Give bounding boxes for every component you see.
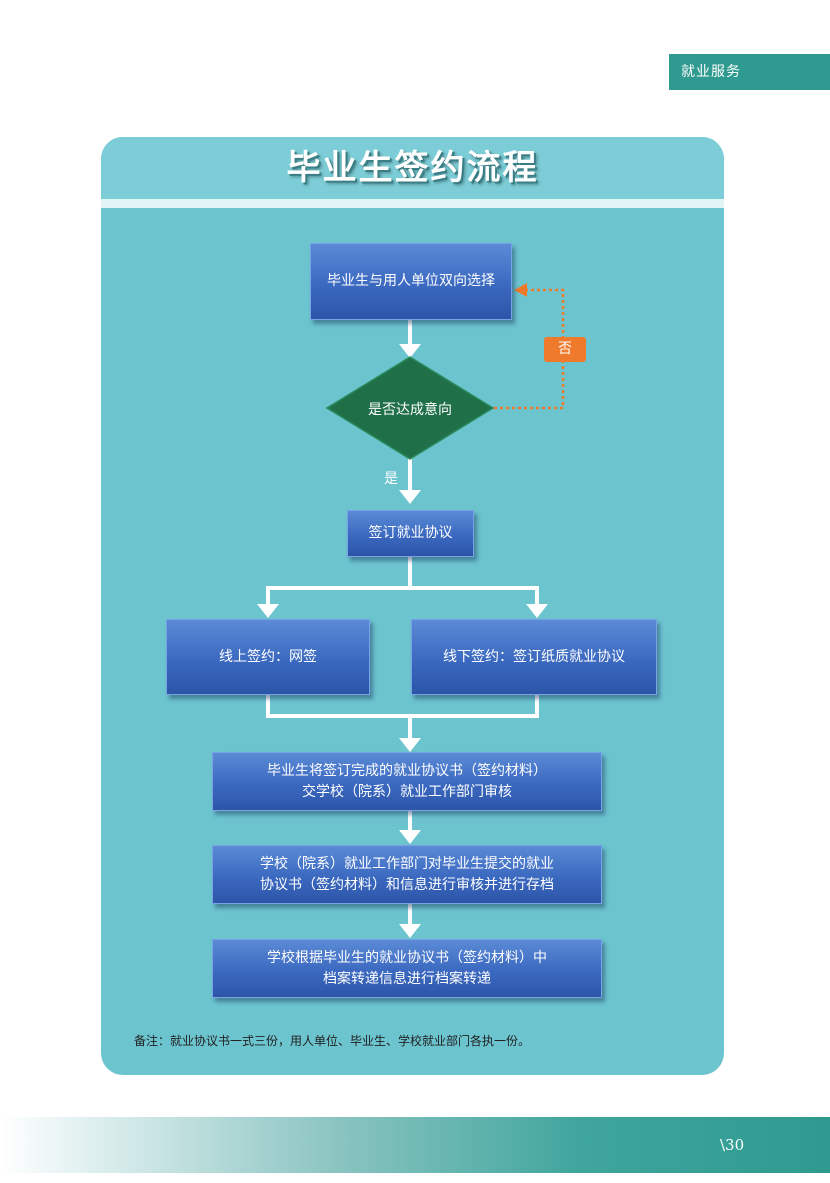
- page-number: \30: [720, 1136, 745, 1154]
- arrowhead-5: [399, 924, 421, 938]
- arrowhead-right: [526, 604, 548, 618]
- arrowhead-left: [257, 604, 279, 618]
- footer-band: [0, 1117, 830, 1173]
- no-loop-arrowhead: [514, 283, 527, 297]
- arrowhead-3: [399, 738, 421, 752]
- step-offline-signing: 线下签约：签订纸质就业协议: [411, 619, 657, 695]
- arrowhead-4: [399, 830, 421, 844]
- panel-title: 毕业生签约流程: [286, 148, 539, 188]
- decision-diamond: [325, 356, 495, 460]
- panel-divider: [101, 199, 724, 208]
- connector-split: [266, 586, 539, 604]
- no-badge: 否: [544, 337, 586, 362]
- step-online-signing: 线上签约：网签: [166, 619, 370, 695]
- step-mutual-selection: 毕业生与用人单位双向选择: [310, 243, 512, 320]
- arrowhead-1: [399, 344, 421, 358]
- section-label: 就业服务: [669, 54, 830, 90]
- footnote: 备注：就业协议书一式三份，用人单位、毕业生、学校就业部门各执一份。: [134, 1034, 531, 1048]
- step-sign-agreement: 签订就业协议: [347, 510, 474, 557]
- connector-merge: [266, 694, 539, 718]
- step-transfer-file: 学校根据毕业生的就业协议书（签约材料）中 档案转递信息进行档案转递: [212, 939, 602, 998]
- step-submit-materials: 毕业生将签订完成的就业协议书（签约材料） 交学校（院系）就业工作部门审核: [212, 752, 602, 811]
- yes-label: 是: [384, 471, 398, 487]
- arrowhead-2: [399, 490, 421, 504]
- decision-label: 是否达成意向: [368, 402, 452, 418]
- step-review-archive: 学校（院系）就业工作部门对毕业生提交的就业 协议书（签约材料）和信息进行审核并进…: [212, 845, 602, 904]
- panel-header: [101, 137, 724, 199]
